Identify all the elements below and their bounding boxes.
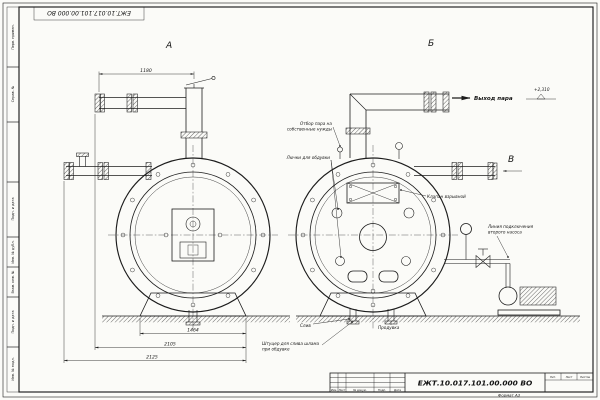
pump-line-label-1: Линия подключения: [487, 224, 534, 229]
view-a-label: А: [165, 41, 172, 51]
door-bolts: [120, 162, 266, 308]
steam-outlet-piping: [337, 91, 450, 159]
view-b-label: Б: [428, 39, 434, 49]
sludge-label-1: Штуцер для слива шлама: [262, 341, 320, 346]
door-bolts: [300, 162, 446, 308]
col-podp: Подп.: [378, 388, 386, 392]
col-docum: № докум.: [353, 388, 366, 392]
stamp-label: Подп. и дата: [11, 197, 15, 220]
steam-outlet-label: Выход пара: [474, 96, 513, 102]
dimension-base: 1464 2105 2125: [63, 114, 247, 363]
burner: [163, 208, 223, 262]
doc-number: ЕЖТ.10.017.101.00.000 ВО: [418, 379, 533, 388]
cell-lit: Лит.: [550, 375, 556, 379]
col-list: Лист: [339, 388, 346, 392]
callouts: Выход пара +2,310 В Отбор пара на собств…: [262, 87, 556, 352]
ground-right: [296, 315, 580, 323]
stamp-label: Взам. инв. №: [11, 270, 15, 293]
stamp-label: Справ. №: [11, 85, 15, 102]
doc-number-top: ЕЖТ.10.017.101.00.000 ВО: [47, 9, 131, 16]
stamp-label: Перв. примен.: [11, 24, 15, 49]
stamp-label: Инв. № подл.: [11, 357, 15, 380]
col-izm: Изм.: [331, 388, 337, 392]
pump-line-label-2: второго насоса: [488, 230, 522, 235]
format-label: Формат А3: [498, 393, 521, 398]
side-piping-right: [414, 162, 498, 180]
boiler-front-view-b: [288, 91, 580, 330]
stamp-column: Перв. примен. Справ. № Подп. и дата Инв.…: [6, 6, 20, 393]
safety-valve-piping: [94, 76, 216, 158]
cell-sheet: Лист: [566, 375, 573, 379]
dim-2105: 2105: [164, 342, 176, 348]
explosion-valve-label: Клапан взрывной: [427, 194, 466, 199]
title-block: Изм. Лист № докум. Подп. Дата ЕЖТ.10.017…: [329, 372, 594, 398]
steam-tap-label-2: собственные нужды: [287, 127, 333, 132]
explosion-valve-plate: [346, 182, 400, 204]
cell-sheets: Листов: [580, 375, 590, 379]
dimension-top: 1180: [98, 68, 195, 92]
ground-left: [102, 315, 290, 323]
sludge-label-2: при обдувке: [262, 347, 290, 352]
blow-hatches-label: Лючки для обдувки: [286, 155, 331, 160]
inverted-doc-number: ЕЖТ.10.017.101.00.000 ВО: [33, 6, 145, 21]
view-v-label: В: [508, 155, 514, 165]
dim-1180: 1180: [140, 68, 152, 74]
boiler-front-view-a: 1180 1464 2105 2125: [63, 68, 290, 363]
drain-label: Слив: [300, 323, 311, 328]
blowdown-label: Продувка: [378, 325, 400, 330]
col-data: Дата: [394, 388, 401, 392]
stamp-label: Подп. и дата: [11, 310, 15, 333]
dim-1464: 1464: [187, 328, 199, 334]
dim-2125: 2125: [146, 355, 158, 361]
pump-assembly: [444, 223, 561, 316]
steam-tap-label-1: Отбор пара на: [300, 121, 332, 126]
elevation-label: +2,310: [534, 87, 550, 92]
side-level-piping: [63, 152, 152, 180]
stamp-label: Инв. № дубл.: [11, 240, 15, 263]
